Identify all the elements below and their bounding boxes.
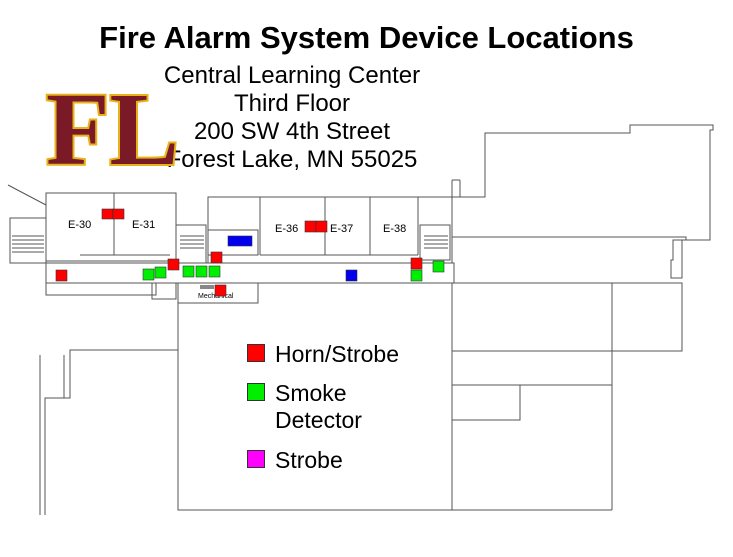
stair-east (419, 224, 451, 261)
room-label-e37: E-37 (330, 223, 353, 235)
wall-segment (451, 385, 521, 421)
horn-strobe (167, 258, 180, 271)
horn-strobe (315, 220, 328, 233)
legend-swatch-horn-strobe (247, 344, 265, 362)
stair-central (175, 224, 207, 264)
room-label-e38: E-38 (383, 223, 406, 235)
smoke-detector (182, 265, 195, 278)
wall-segment (7, 184, 47, 206)
horn-strobe (112, 208, 125, 220)
other-device (227, 235, 253, 247)
mechanical-equipment (200, 285, 214, 289)
smoke-detector (142, 268, 155, 281)
room-label-mechanical: Mechanical (198, 293, 234, 300)
wing-block-east (451, 282, 683, 352)
school-logo: FL (44, 70, 181, 189)
horn-strobe (101, 208, 114, 220)
horn-strobe (214, 284, 227, 297)
room-label-e31: E-31 (132, 219, 155, 231)
left-wing (45, 192, 177, 262)
address-line-4: Forest Lake, MN 55025 (166, 146, 418, 173)
legend-swatch-smoke-detector (247, 383, 265, 401)
legend-label-strobe: Strobe (275, 447, 343, 473)
page-title: Fire Alarm System Device Locations (99, 20, 634, 55)
room-label-e30: E-30 (68, 219, 91, 231)
smoke-detector (432, 260, 445, 273)
building-outline-left (44, 349, 178, 515)
legend-label-detector: Detector (275, 407, 362, 433)
other-device (345, 269, 358, 282)
horn-strobe (55, 269, 68, 282)
logo-lettering: FL (46, 72, 179, 187)
horn-strobe (210, 251, 223, 264)
address-line-1: Central Learning Center (163, 62, 421, 89)
mechanical-room (177, 282, 259, 304)
smoke-detector (410, 269, 423, 282)
corridor (45, 262, 455, 284)
smoke-detector (154, 266, 167, 279)
wall-segment (45, 263, 157, 296)
address-line-2: Third Floor (233, 90, 351, 117)
smoke-detector (208, 265, 221, 278)
horn-strobe (304, 220, 317, 233)
room-label-e36: E-36 (275, 223, 298, 235)
legend-label-horn-strobe: Horn/Strobe (275, 341, 400, 367)
smoke-detector (195, 265, 208, 278)
wall-segment (451, 283, 612, 386)
legend-swatch-strobe (247, 450, 265, 468)
legend-label-smoke: Smoke (275, 380, 347, 406)
wall-segment (151, 282, 177, 300)
stair-west (9, 217, 47, 264)
horn-strobe (410, 257, 423, 270)
small-room (207, 229, 259, 256)
address-line-3: 200 SW 4th Street (193, 118, 391, 145)
building-outline-right (451, 124, 714, 279)
